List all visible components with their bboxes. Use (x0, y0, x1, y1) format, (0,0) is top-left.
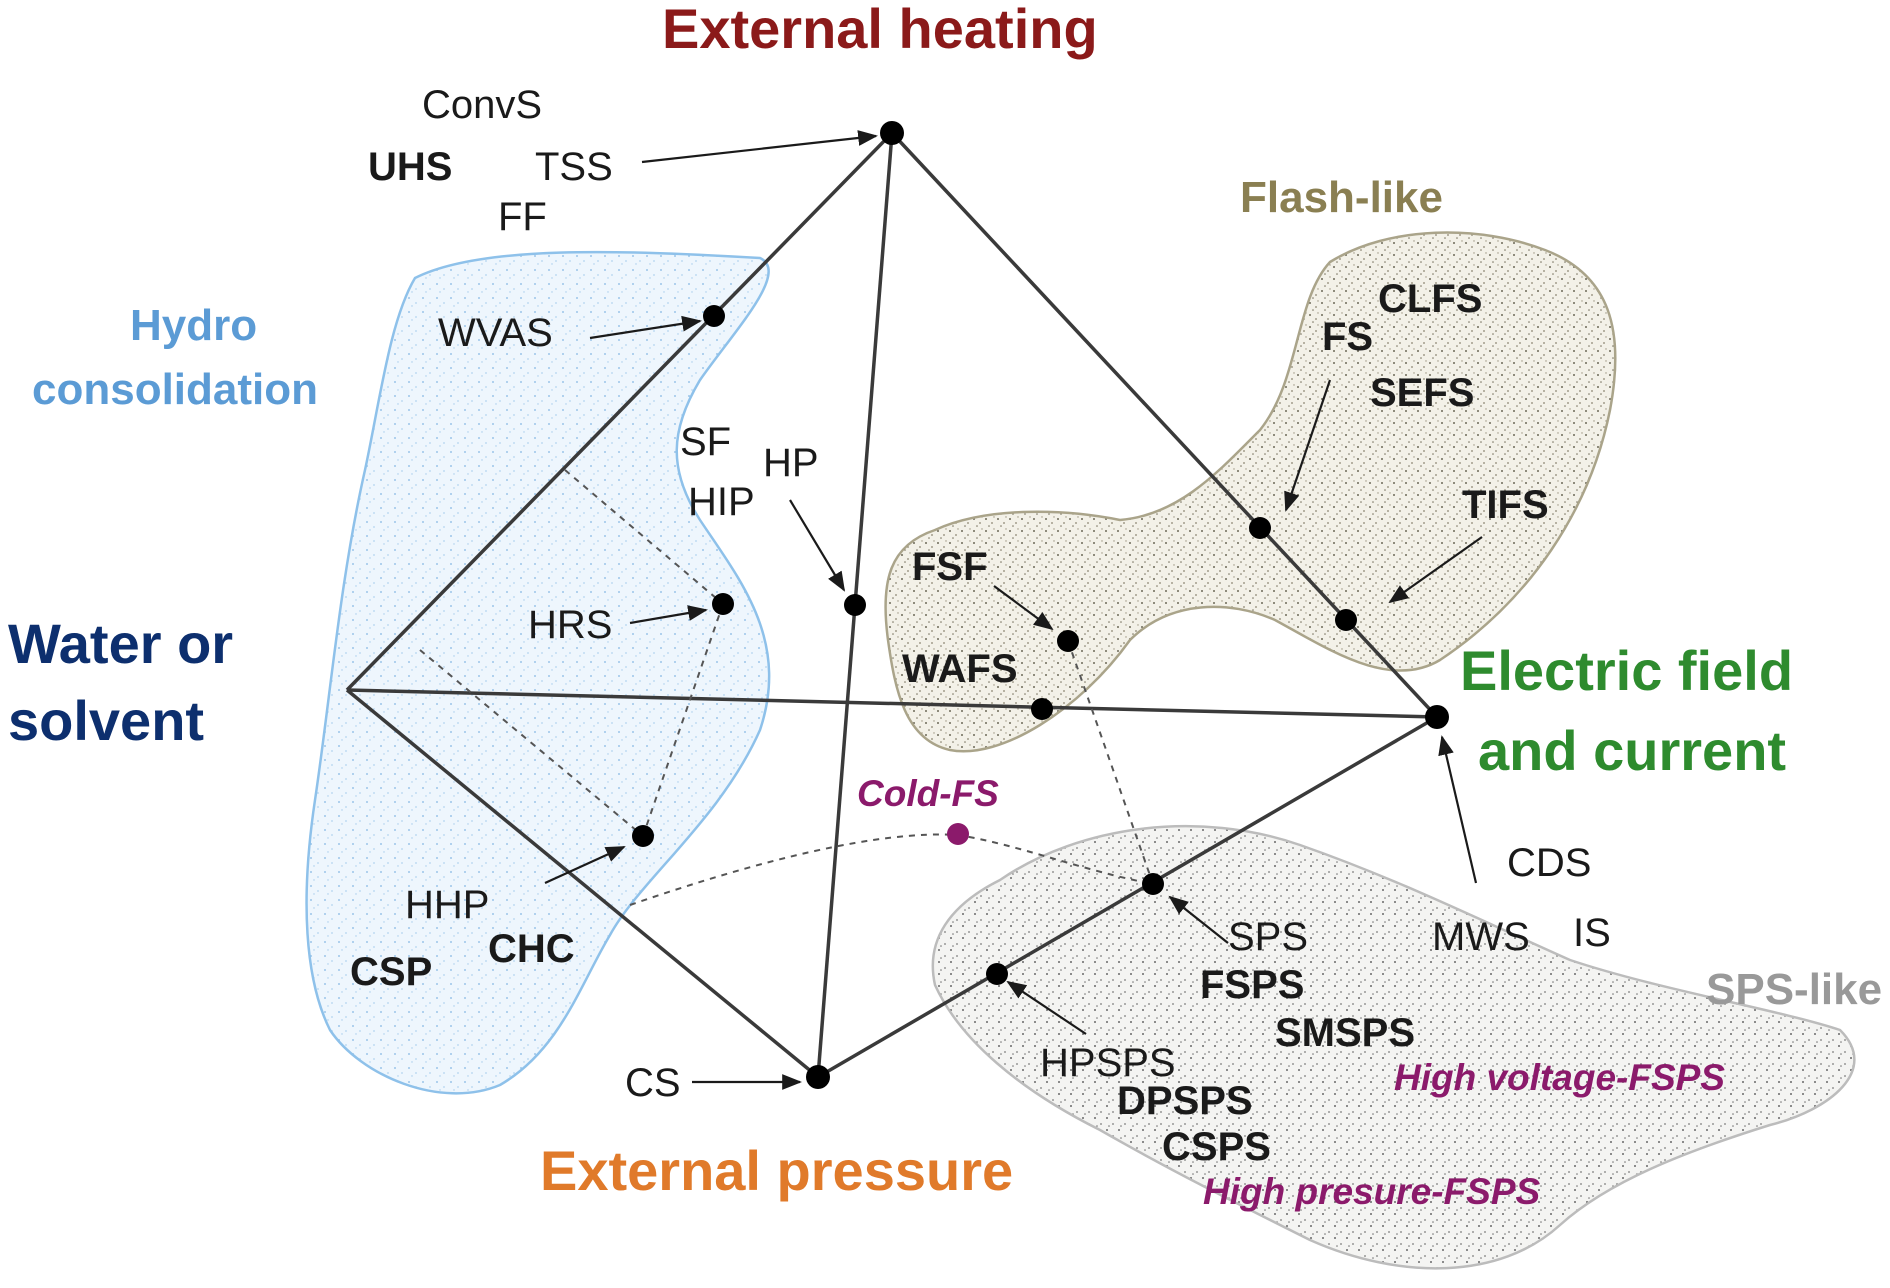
arrow-tss (641, 130, 878, 164)
label-high-pressure-fsps: High presure-FSPS (1203, 1171, 1540, 1212)
label-csp: CSP (350, 950, 432, 994)
label-dpsps: DPSPS (1117, 1079, 1253, 1123)
arrow-fsf (993, 585, 1054, 631)
node-external-pressure (806, 1065, 830, 1089)
node-hip (844, 594, 866, 616)
label-tifs: TIFS (1462, 483, 1549, 527)
label-cold-fs: Cold-FS (857, 773, 999, 814)
label-is: IS (1573, 911, 1611, 955)
region-label-sps-like: SPS-like (1706, 965, 1882, 1014)
label-uhs: UHS (368, 145, 452, 189)
dashed-water-hhp (419, 649, 644, 837)
node-sps (1142, 873, 1164, 895)
label-clfs: CLFS (1378, 277, 1482, 321)
arrow-fs (1284, 379, 1332, 512)
label-fsps: FSPS (1200, 963, 1304, 1007)
region-label-hydro-line2: consolidation (32, 365, 318, 414)
label-fsf: FSF (912, 545, 988, 589)
label-hp: HP (763, 441, 819, 485)
label-hip: HIP (688, 480, 755, 524)
label-wafs: WAFS (902, 647, 1018, 691)
label-chc: CHC (488, 927, 575, 971)
arrow-sps (1168, 895, 1229, 944)
label-csps: CSPS (1162, 1125, 1271, 1169)
arrow-hhp (544, 845, 626, 885)
label-cds: CDS (1507, 841, 1591, 885)
label-hpsps: HPSPS (1040, 1041, 1176, 1085)
label-mws: MWS (1432, 915, 1530, 959)
node-hpsps (986, 963, 1008, 985)
label-smsps: SMSPS (1275, 1011, 1415, 1055)
label-sf: SF (680, 420, 731, 464)
node-tifs (1335, 609, 1357, 631)
hydro-consolidation-region (305, 250, 771, 1095)
arrow-tifs (1388, 536, 1483, 604)
edge-water-heating (345, 131, 894, 692)
label-tss: TSS (535, 145, 613, 189)
node-wafs (1031, 698, 1053, 720)
arrow-hpsps (1006, 980, 1087, 1035)
label-high-voltage-fsps: High voltage-FSPS (1394, 1057, 1725, 1098)
arrow-cds (1438, 735, 1478, 884)
label-convs: ConvS (422, 83, 542, 127)
label-sps: SPS (1228, 915, 1308, 959)
edge-water-pressure (345, 688, 820, 1079)
node-wvas (703, 305, 725, 327)
label-fs: FS (1322, 315, 1373, 359)
vertex-label-external-pressure: External pressure (540, 1139, 1013, 1202)
label-cs: CS (625, 1061, 681, 1105)
vertex-label-external-heating: External heating (662, 0, 1098, 60)
node-cold-fs (947, 823, 969, 845)
sps-like-region (931, 825, 1856, 1270)
arrow-hrs (629, 605, 708, 625)
arrow-wvas (589, 315, 702, 340)
edge-water-electric (346, 688, 1438, 719)
vertex-label-water-line2: solvent (8, 689, 204, 752)
node-hhp (632, 825, 654, 847)
region-label-hydro-line1: Hydro (130, 301, 257, 350)
dashed-wvas-hrs (564, 469, 724, 605)
vertex-label-electric-line1: Electric field (1460, 639, 1793, 702)
label-sefs: SEFS (1370, 371, 1474, 415)
edge-pressure-electric (817, 715, 1438, 1079)
vertex-label-water-line1: Water or (8, 612, 233, 675)
node-external-heating (880, 121, 904, 145)
label-ff: FF (498, 195, 547, 239)
node-fsf (1057, 630, 1079, 652)
label-wvas: WVAS (438, 311, 553, 355)
label-hrs: HRS (528, 603, 612, 647)
node-hrs (712, 593, 734, 615)
flash-like-region (884, 231, 1617, 753)
vertex-label-electric-line2: and current (1478, 719, 1786, 782)
region-label-flash-like: Flash-like (1240, 173, 1443, 222)
arrow-hip (789, 499, 846, 592)
node-electric-field (1425, 705, 1449, 729)
label-hhp: HHP (405, 883, 489, 927)
dashed-coldfs-curve (629, 833, 1154, 906)
dashed-hrs-hhp (642, 603, 724, 837)
node-fs (1249, 517, 1271, 539)
